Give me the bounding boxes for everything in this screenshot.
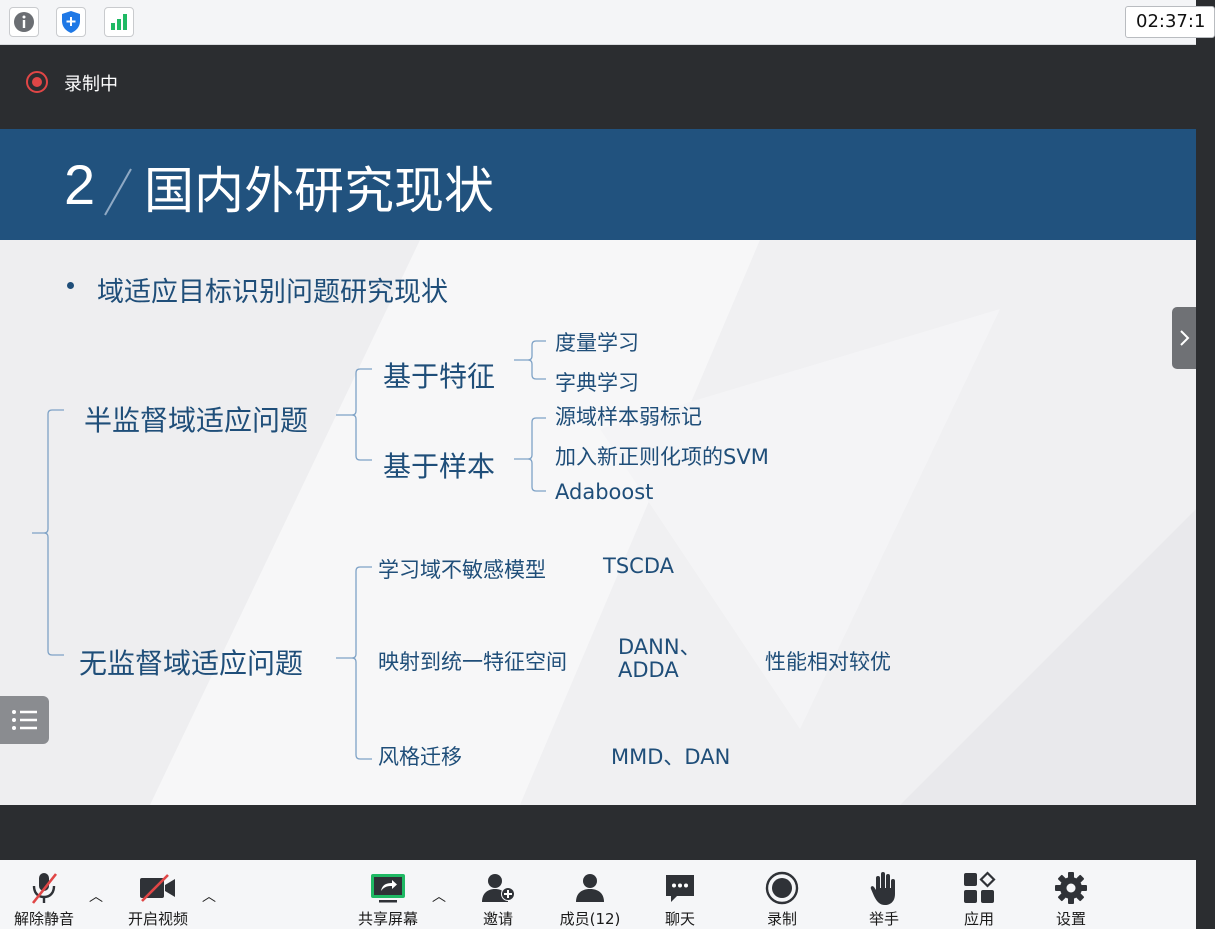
unsup-row-style-transfer: 风格迁移 bbox=[378, 745, 462, 769]
share-screen-label: 共享屏幕 bbox=[357, 910, 418, 928]
slash-divider bbox=[104, 168, 132, 216]
sample-item-adaboost: Adaboost bbox=[555, 480, 654, 504]
start-video-button[interactable]: 开启视频 bbox=[118, 860, 198, 929]
unsup-row-feature-space: 映射到统一特征空间 bbox=[378, 650, 567, 674]
chat-bubble-icon bbox=[666, 874, 694, 902]
bullet-dot bbox=[67, 282, 74, 289]
unmute-label: 解除静音 bbox=[13, 910, 74, 928]
audio-options-chevron-icon[interactable]: ︿ bbox=[89, 889, 103, 905]
unsupervised-node: 无监督域适应问题 bbox=[79, 647, 304, 680]
unsup-method-tscda: TSCDA bbox=[603, 554, 674, 578]
feature-based-node: 基于特征 bbox=[383, 360, 496, 393]
invite-button[interactable]: 邀请 bbox=[458, 860, 538, 929]
shield-icon bbox=[62, 11, 80, 33]
slide-title: 国内外研究现状 bbox=[144, 162, 494, 220]
sample-item-weak-label: 源域样本弱标记 bbox=[555, 405, 702, 429]
settings-label: 设置 bbox=[1055, 910, 1086, 928]
semi-supervised-node: 半监督域适应问题 bbox=[84, 404, 309, 437]
participant-list-toggle[interactable] bbox=[0, 696, 49, 744]
recording-label: 录制中 bbox=[64, 74, 118, 95]
unsup-row-invariant-model: 学习域不敏感模型 bbox=[378, 558, 546, 582]
unsup-method-adda: ADDA bbox=[618, 658, 679, 682]
chevron-right-icon bbox=[1180, 330, 1190, 346]
meeting-clock: 02:37:1 bbox=[1125, 6, 1215, 38]
members-button[interactable]: 成员(12) bbox=[548, 860, 632, 929]
shared-slide: 2 国内外研究现状 域适应目标识别问题研究现状 半监督域适应问题 基于特征 度量… bbox=[0, 129, 1196, 805]
share-screen-button[interactable]: 共享屏幕 bbox=[348, 860, 428, 929]
members-icon bbox=[576, 873, 604, 902]
chat-button[interactable]: 聊天 bbox=[640, 860, 720, 929]
camera-off-icon bbox=[140, 873, 175, 902]
top-status-bar: 02:37:1 bbox=[0, 0, 1215, 45]
start-video-label: 开启视频 bbox=[127, 910, 188, 928]
recording-bar: 录制中 bbox=[0, 46, 1196, 129]
record-label: 录制 bbox=[766, 910, 797, 928]
unsup-note-performance: 性能相对较优 bbox=[765, 650, 891, 674]
unsup-method-dann: DANN、 bbox=[618, 635, 701, 659]
raise-hand-button[interactable]: 举手 bbox=[844, 860, 924, 929]
section-number: 2 bbox=[64, 153, 96, 216]
apps-button[interactable]: 应用 bbox=[939, 860, 1019, 929]
microphone-muted-icon bbox=[31, 872, 58, 904]
chat-label: 聊天 bbox=[664, 910, 695, 928]
members-label: 成员(12) bbox=[559, 910, 621, 928]
raise-hand-label: 举手 bbox=[868, 910, 899, 928]
mindmap-brackets bbox=[32, 340, 546, 760]
unsup-method-mmd-dan: MMD、DAN bbox=[611, 745, 731, 769]
network-status-button[interactable] bbox=[104, 7, 134, 37]
recording-icon bbox=[26, 71, 48, 93]
add-person-icon bbox=[482, 873, 515, 902]
list-icon bbox=[11, 710, 37, 730]
sample-based-node: 基于样本 bbox=[383, 450, 496, 483]
feature-item-dictionary-learning: 字典学习 bbox=[555, 371, 639, 395]
signal-bars-icon bbox=[111, 14, 127, 30]
video-options-chevron-icon[interactable]: ︿ bbox=[202, 889, 216, 905]
share-options-chevron-icon[interactable]: ︿ bbox=[432, 889, 446, 905]
info-button[interactable] bbox=[9, 7, 39, 37]
apps-label: 应用 bbox=[963, 910, 994, 928]
raise-hand-icon bbox=[870, 871, 895, 905]
slide-background-pattern bbox=[0, 240, 1196, 805]
record-button[interactable]: 录制 bbox=[742, 860, 822, 929]
gear-icon bbox=[1055, 871, 1087, 904]
slide-bullet-text: 域适应目标识别问题研究现状 bbox=[97, 277, 448, 308]
meeting-toolbar: 解除静音 ︿ 开启视频 ︿ 共享屏幕 ︿ bbox=[0, 860, 1196, 929]
info-icon bbox=[14, 12, 34, 32]
sample-item-svm: 加入新正则化项的SVM bbox=[555, 445, 769, 469]
next-page-button[interactable] bbox=[1172, 307, 1196, 369]
apps-grid-icon bbox=[964, 870, 996, 903]
settings-button[interactable]: 设置 bbox=[1031, 860, 1111, 929]
security-button[interactable] bbox=[56, 7, 86, 37]
unmute-button[interactable]: 解除静音 bbox=[4, 860, 84, 929]
invite-label: 邀请 bbox=[482, 910, 513, 928]
share-screen-icon bbox=[371, 873, 405, 902]
slide-header-band: 2 国内外研究现状 bbox=[0, 129, 1196, 240]
feature-item-metric-learning: 度量学习 bbox=[555, 331, 639, 355]
record-icon bbox=[765, 871, 799, 904]
